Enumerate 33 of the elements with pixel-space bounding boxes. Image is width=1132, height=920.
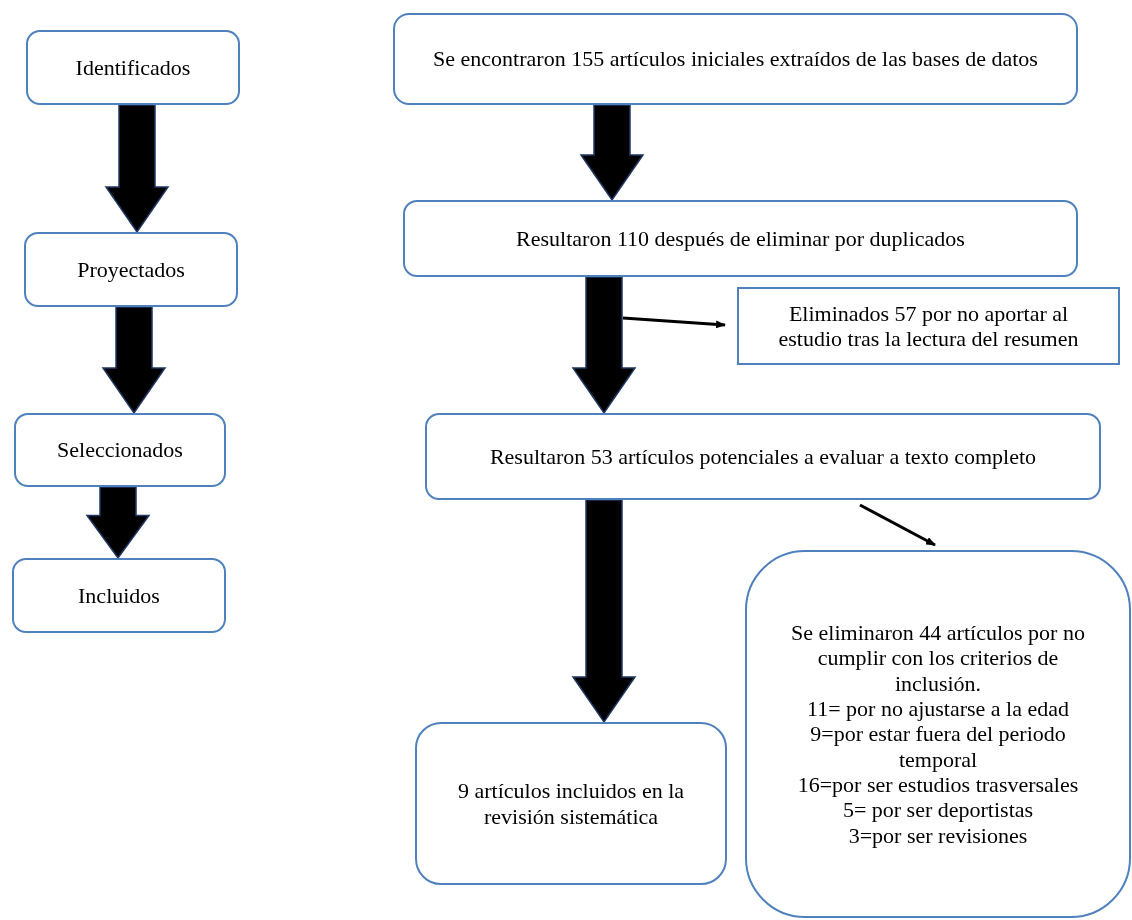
box-text: 3=por ser revisiones bbox=[848, 822, 1028, 848]
block-arrow bbox=[579, 104, 645, 202]
process-box bbox=[393, 13, 1078, 105]
box-text: 11= por no ajustarse a la edad bbox=[806, 696, 1070, 722]
arrow bbox=[622, 316, 726, 329]
box-text: 9=por estar fuera del periodo temporal bbox=[809, 721, 1067, 772]
process-box bbox=[24, 232, 238, 307]
process-box bbox=[737, 287, 1120, 365]
box-text: Incluidos bbox=[78, 582, 160, 609]
block-arrow bbox=[104, 104, 170, 234]
block-arrow bbox=[571, 499, 637, 724]
box-text: Eliminados 57 por no aportar al estudio tras la lectura del resumen bbox=[777, 300, 1080, 352]
box-text: 9 artículos incluidos en la revisión sistemática bbox=[456, 778, 686, 829]
process-box bbox=[425, 413, 1101, 500]
box-text: Seleccionados bbox=[57, 437, 183, 463]
process-box bbox=[415, 722, 727, 885]
box-text: 16=por ser estudios trasversales bbox=[797, 771, 1079, 798]
block-arrow bbox=[85, 486, 151, 560]
block-arrow bbox=[101, 306, 167, 415]
box-text: Resultaron 53 artículos potenciales a evaluar a texto completo bbox=[489, 443, 1037, 470]
box-text: Proyectados bbox=[77, 256, 185, 283]
box-text: Se eliminaron 44 artículos por no cumplir con los criterios de inclusión. bbox=[790, 620, 1086, 697]
process-box bbox=[745, 550, 1131, 918]
box-text: 5= por ser deportistas bbox=[842, 797, 1034, 823]
process-box bbox=[12, 558, 226, 633]
box-text: Resultaron 110 después de eliminar por duplicados bbox=[516, 225, 965, 252]
process-box bbox=[403, 200, 1078, 277]
box-text: Identificados bbox=[75, 54, 191, 81]
process-box bbox=[26, 30, 240, 105]
arrow bbox=[859, 503, 936, 547]
process-box bbox=[14, 413, 226, 487]
box-text: Se encontraron 155 artículos iniciales extraídos de las bases de datos bbox=[433, 46, 1038, 72]
block-arrow bbox=[571, 276, 637, 415]
